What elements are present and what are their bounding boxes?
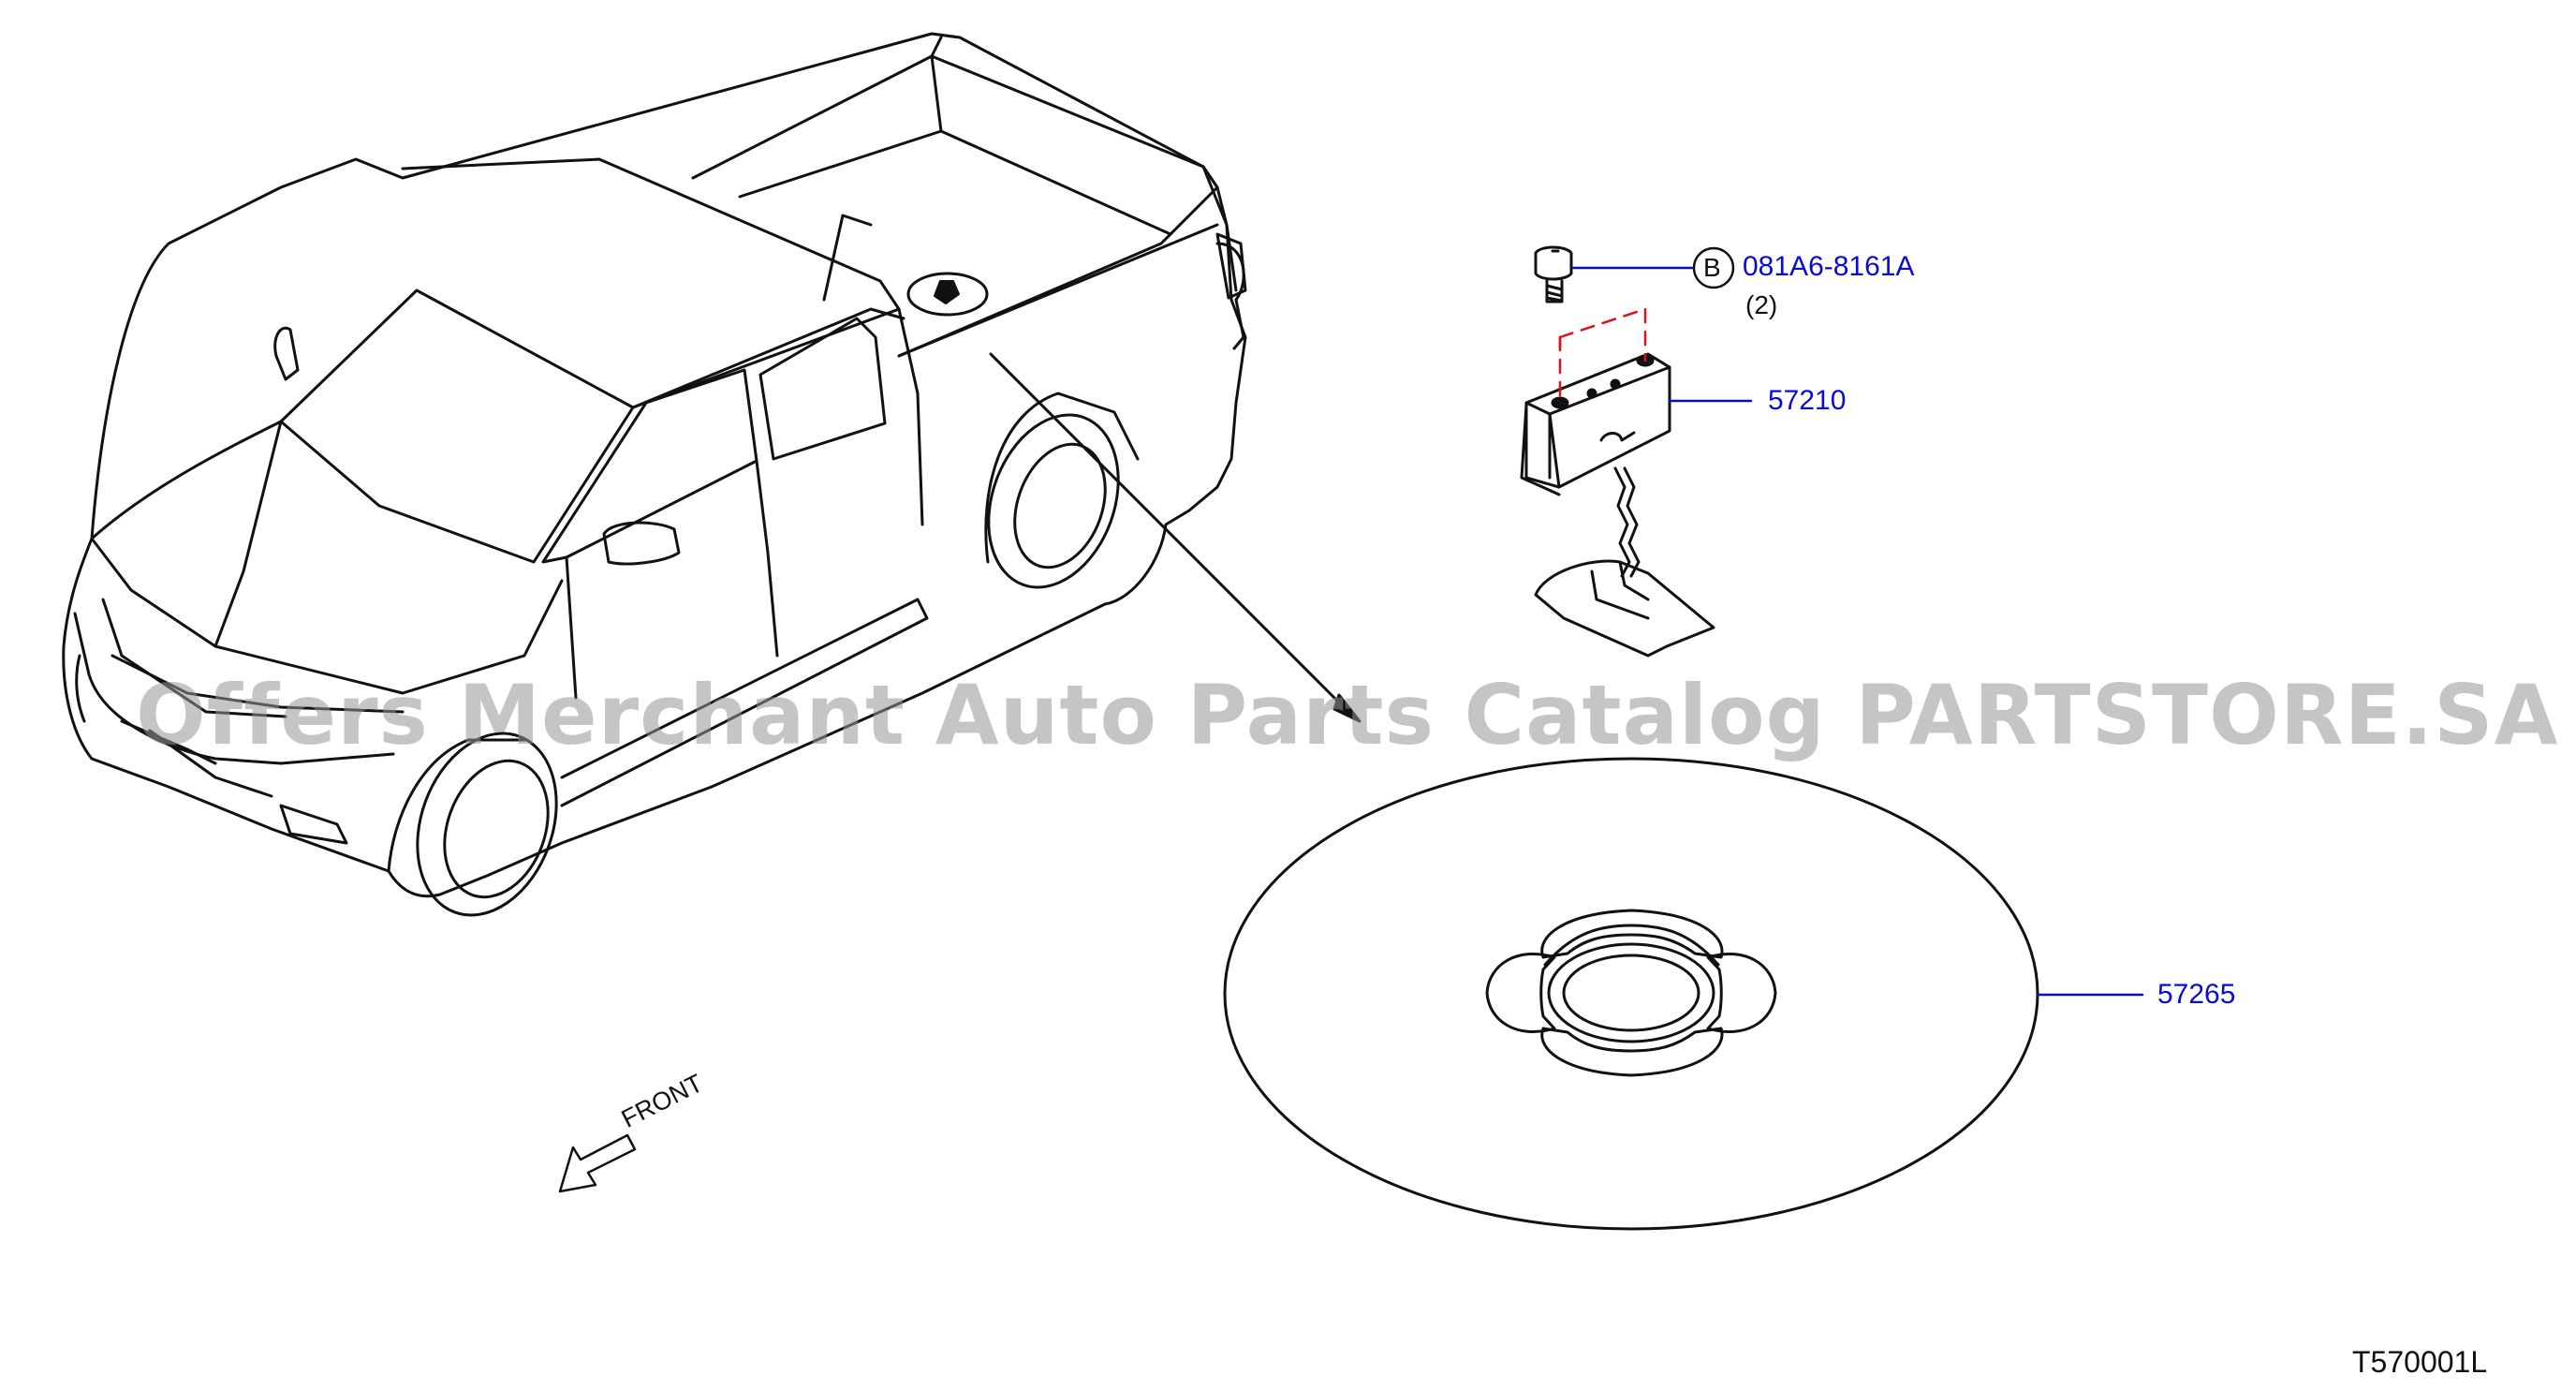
cover-part-number[interactable]: 57265 [2157,979,2236,1010]
winch-access-hole [906,272,989,317]
bolt-marker-letter: B [1703,253,1721,282]
watermark-text: Offers Merchant Auto Parts Catalog PARTS… [136,667,2559,763]
bolt-illustration [1534,245,1573,303]
callout-leaders [1571,266,2144,997]
diagram-code: T570001L [2352,1345,2488,1379]
bolt-part-number[interactable]: 081A6-8161A [1743,251,1915,282]
spare-tire-winch-illustration [1520,352,1715,658]
pickup-truck-illustration [62,32,1247,917]
spare-tire-cover-illustration [1223,757,2039,1231]
winch-part-number[interactable]: 57210 [1768,385,1847,416]
bolt-quantity: (2) [1745,290,1778,319]
bolt-hidden-line [1558,307,1647,405]
front-arrow-icon [558,1133,637,1193]
bolt-marker-circle [1692,246,1735,289]
location-leader-arrow [989,352,1362,723]
